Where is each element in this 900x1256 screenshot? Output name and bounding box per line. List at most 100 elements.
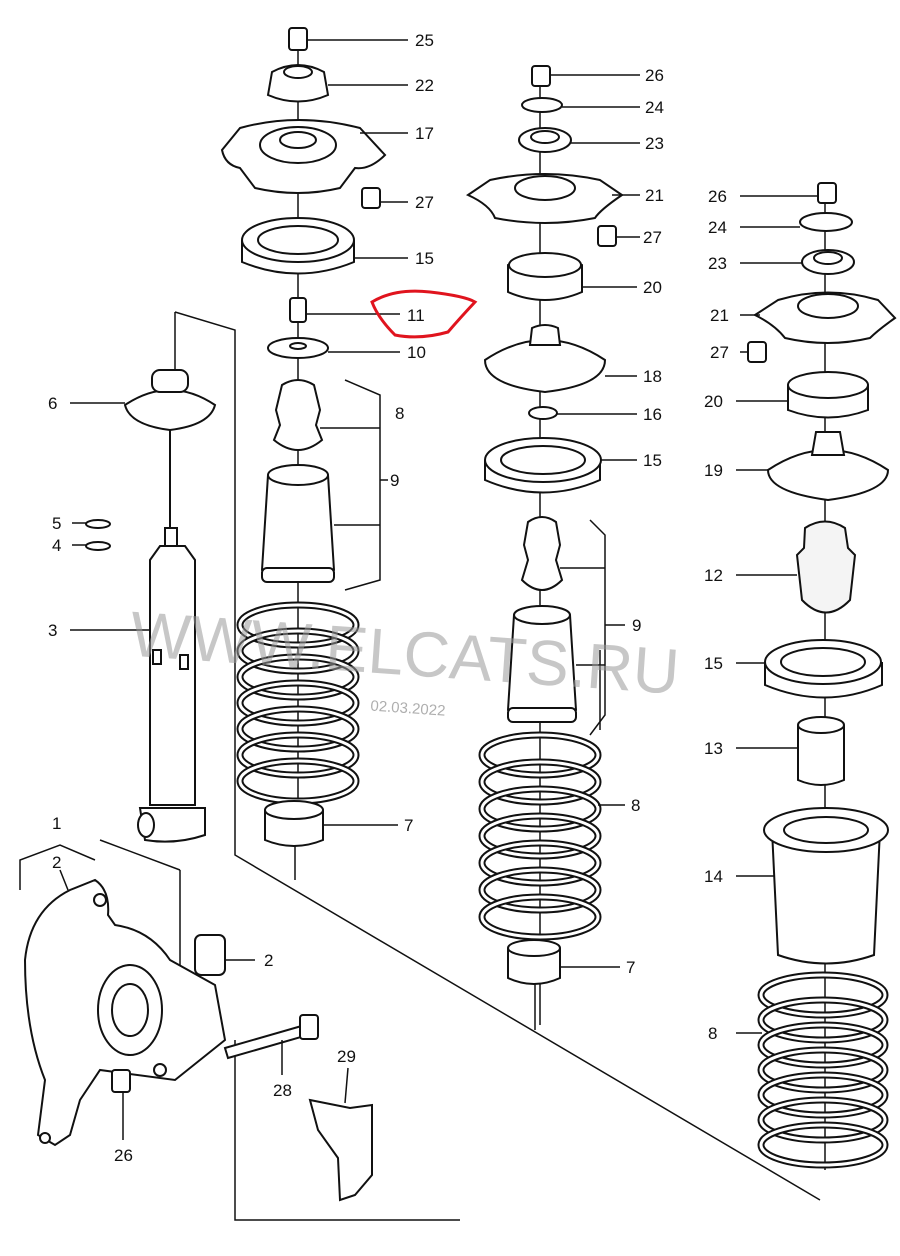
watermark-date: 02.03.2022 (370, 698, 446, 720)
callout-17: 17 (415, 124, 434, 143)
callout-21: 21 (710, 306, 729, 325)
washer-10 (267, 337, 329, 359)
nut-27 (361, 187, 381, 209)
callout-7: 7 (404, 816, 413, 835)
steering-knuckle-assembly (23, 878, 373, 1202)
spring-coil (759, 998, 887, 1042)
highlight-circle (370, 289, 478, 339)
callout-5: 5 (52, 514, 61, 533)
callout-22: 22 (415, 76, 434, 95)
bump-stop-9 (272, 379, 324, 451)
callout-27: 27 (415, 193, 434, 212)
watermark-text: WWW.ELCATS.RU (128, 598, 682, 708)
spring-coil (238, 603, 358, 647)
spring-seat-15 (241, 217, 355, 275)
bump-stop-12 (795, 520, 857, 614)
upper-mount-6 (123, 369, 217, 432)
callout-25: 25 (415, 31, 434, 50)
strut-assembly-a (220, 27, 387, 847)
spring-coil (238, 733, 358, 777)
callout-15: 15 (704, 654, 723, 673)
spring-coil (238, 629, 358, 673)
callout-9: 9 (390, 471, 399, 490)
callout-10: 10 (407, 343, 426, 362)
nut-27 (747, 341, 767, 363)
nut-26 (111, 1069, 131, 1093)
nut-25 (288, 27, 308, 51)
sleeve-13 (797, 716, 845, 786)
spring-plate-18 (483, 324, 607, 394)
spring-coil (480, 814, 600, 858)
ring-23 (801, 249, 855, 275)
washer-4 (85, 541, 111, 551)
spring-seat-15 (764, 639, 883, 699)
callout-26: 26 (114, 1146, 133, 1165)
bump-stop-9 (520, 516, 564, 591)
strut-mount-17 (220, 119, 387, 194)
callout-26: 26 (708, 187, 727, 206)
bearing-20 (507, 252, 583, 301)
callout-21: 21 (645, 186, 664, 205)
spring-coil (238, 707, 358, 751)
bushing-11 (289, 297, 307, 323)
coil-spring-8 (478, 731, 602, 941)
coil-spring-8 (236, 601, 360, 805)
spring-coil (480, 868, 600, 912)
spring-coil (759, 1123, 887, 1167)
dust-boot-9 (506, 605, 578, 723)
callout-24: 24 (708, 218, 727, 237)
strut-assembly-c (747, 182, 897, 1170)
spring-coil (759, 1048, 887, 1092)
washer-24 (521, 97, 563, 113)
callout-12: 12 (704, 566, 723, 585)
washer-5 (85, 519, 111, 529)
callout-1: 1 (52, 814, 61, 833)
callout-23: 23 (645, 134, 664, 153)
bracket-29 (308, 1098, 373, 1202)
callout-14: 14 (704, 867, 723, 886)
dust-boot-14 (763, 807, 889, 965)
spring-coil (759, 1023, 887, 1067)
strut-mount-21 (465, 173, 624, 224)
bump-cup-7 (264, 800, 324, 847)
callout-23: 23 (708, 254, 727, 273)
callout-16: 16 (643, 405, 662, 424)
callout-4: 4 (52, 536, 61, 555)
callout-2: 2 (52, 853, 61, 872)
dust-boot-9 (260, 464, 336, 583)
bearing-20 (787, 371, 869, 419)
callout-labels: 25 22 17 27 15 11 10 8 9 7 26 24 23 21 2… (48, 31, 729, 1165)
coil-spring-8 (757, 971, 889, 1169)
spring-coil (759, 973, 887, 1017)
spring-plate-19 (766, 431, 890, 502)
spring-coil (480, 787, 600, 831)
nut-26 (531, 65, 551, 87)
callout-13: 13 (704, 739, 723, 758)
shock-absorber-3 (149, 545, 196, 806)
threaded-cap-22 (266, 64, 330, 103)
callout-29: 29 (337, 1047, 356, 1066)
callout-18: 18 (643, 367, 662, 386)
washer-24 (799, 212, 853, 232)
leader-lines (19, 39, 818, 1140)
strut-assembly-b (465, 65, 624, 1025)
spring-coil (480, 733, 600, 777)
callout-2: 2 (264, 951, 273, 970)
callout-24: 24 (645, 98, 664, 117)
callout-8: 8 (631, 796, 640, 815)
callout-15: 15 (415, 249, 434, 268)
spring-seat-15 (484, 437, 602, 494)
callout-3: 3 (48, 621, 57, 640)
watermark: WWW.ELCATS.RU 02.03.2022 (128, 598, 682, 720)
callout-20: 20 (704, 392, 723, 411)
spring-coil (238, 655, 358, 699)
callout-8: 8 (395, 404, 404, 423)
bump-cup-7 (507, 939, 561, 985)
callout-20: 20 (643, 278, 662, 297)
nut-27 (597, 225, 617, 247)
spring-coil (480, 895, 600, 939)
callout-7: 7 (626, 958, 635, 977)
callout-27: 27 (643, 228, 662, 247)
callout-19: 19 (704, 461, 723, 480)
